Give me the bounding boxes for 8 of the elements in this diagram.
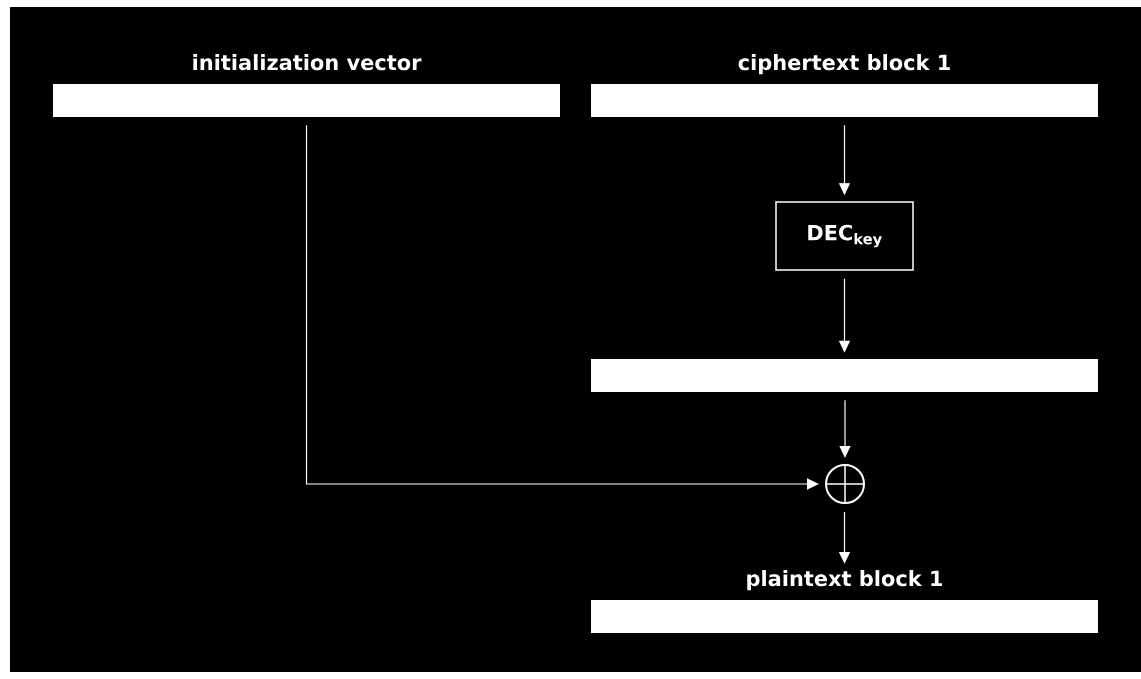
bar-heading: ciphertext block 1 xyxy=(738,54,950,75)
xor-symbol xyxy=(825,464,865,504)
bar-heading: initialization vector xyxy=(193,54,422,71)
arrow xyxy=(839,399,851,458)
bar xyxy=(591,359,1098,392)
arrow xyxy=(305,124,819,490)
process-box: DEC$_{key}$ xyxy=(775,201,914,271)
bar-heading: plaintext block 1 xyxy=(747,570,943,591)
